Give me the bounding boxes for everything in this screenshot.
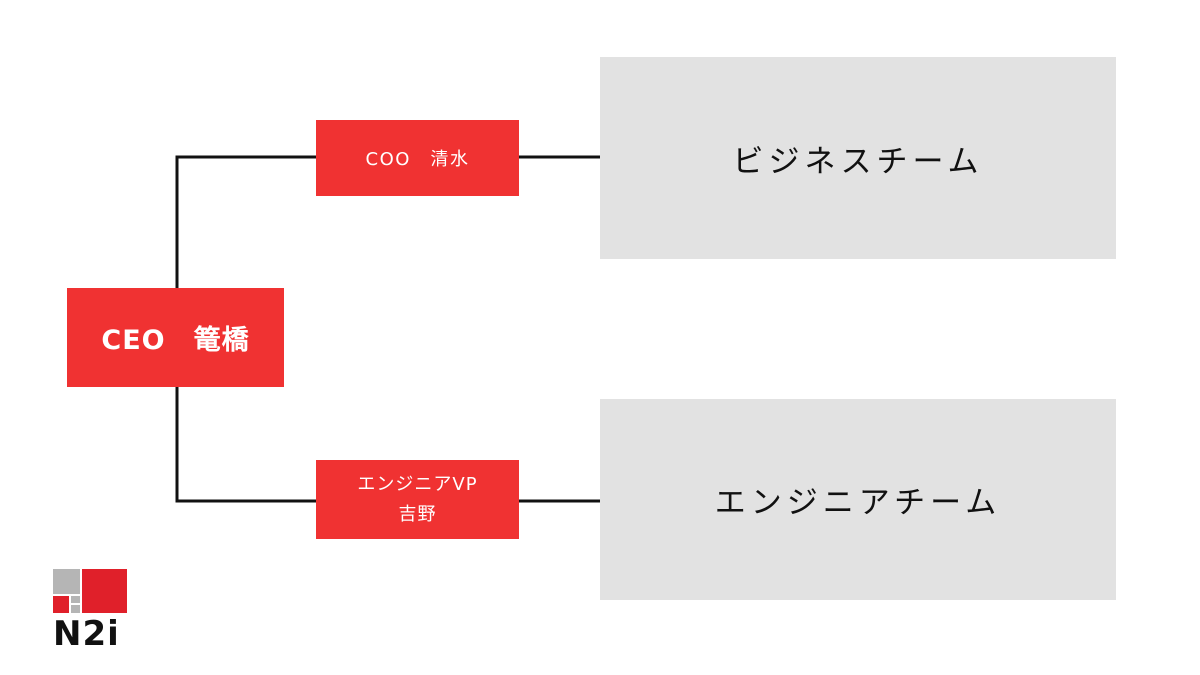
logo-red-small-square <box>53 596 69 613</box>
business-team-node: ビジネスチーム <box>600 57 1116 259</box>
n2i-logo: N2i <box>53 569 129 653</box>
coo-node: COO 清水 <box>316 120 519 196</box>
logo-gray-small-square-b <box>71 605 80 613</box>
ceo-node: CEO 篭橋 <box>67 288 284 387</box>
logo-red-large-square <box>82 569 127 613</box>
engineering-vp-node: エンジニアVP 吉野 <box>316 460 519 539</box>
connector-ceo-to-engineering-vp <box>175 387 316 503</box>
logo-gray-square <box>53 569 80 594</box>
engineering-vp-name: 吉野 <box>398 503 437 525</box>
engineering-vp-title: エンジニアVP <box>357 473 478 495</box>
logo-gray-small-square-a <box>71 596 80 603</box>
engineering-team-node: エンジニアチーム <box>600 399 1116 600</box>
connector-ceo-to-coo <box>175 155 316 288</box>
logo-wordmark: N2i <box>53 614 120 654</box>
